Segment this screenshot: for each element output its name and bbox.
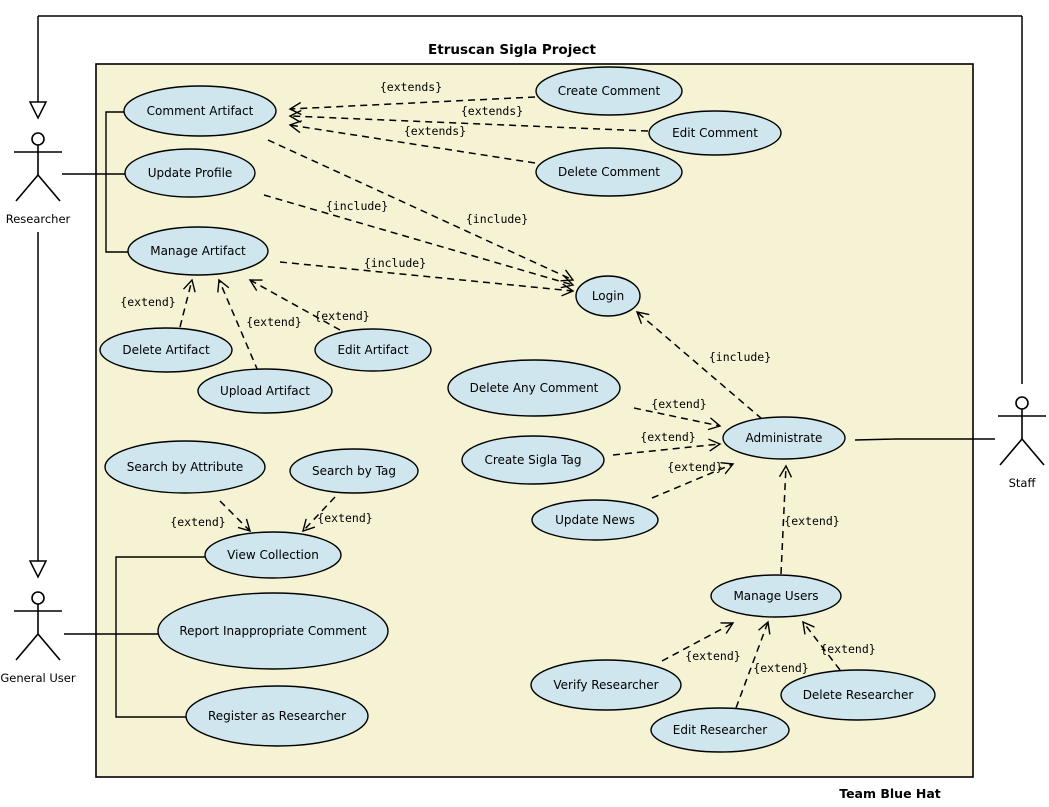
actor-head-icon — [31, 132, 45, 146]
svg-text:Login: Login — [592, 289, 624, 303]
label-extend-update-news: {extend} — [667, 460, 722, 474]
svg-text:Search by Attribute: Search by Attribute — [127, 460, 244, 474]
label-include-manage-artifact: {include} — [364, 256, 426, 270]
label-extend-delete-any-comment: {extend} — [651, 397, 706, 411]
usecase-edit-researcher[interactable]: Edit Researcher — [650, 707, 790, 753]
generalization-lines — [28, 15, 1023, 579]
svg-text:Delete Comment: Delete Comment — [558, 165, 660, 179]
label-extend-delete-artifact: {extend} — [120, 295, 175, 309]
usecase-delete-artifact[interactable]: Delete Artifact — [99, 327, 233, 373]
label-include-administrate: {include} — [709, 350, 771, 364]
svg-text:Register as Researcher: Register as Researcher — [208, 709, 346, 723]
usecase-update-profile[interactable]: Update Profile — [124, 148, 256, 198]
label-include-comment-artifact: {include} — [466, 212, 528, 226]
actor-staff — [998, 396, 1046, 466]
usecase-administrate[interactable]: Administrate — [722, 416, 846, 460]
svg-text:Administrate: Administrate — [746, 431, 823, 445]
label-extend-delete-researcher: {extend} — [820, 642, 875, 656]
label-include-update-profile: {include} — [326, 199, 388, 213]
label-extends-edit-comment: {extends} — [461, 104, 523, 118]
actor-researcher — [14, 132, 62, 202]
usecase-comment-artifact[interactable]: Comment Artifact — [123, 85, 277, 137]
usecase-delete-comment[interactable]: Delete Comment — [535, 147, 683, 197]
usecase-register-as-researcher[interactable]: Register as Researcher — [185, 685, 369, 747]
actor-label-staff: Staff — [1009, 476, 1037, 490]
label-extend-create-sigla-tag: {extend} — [640, 430, 695, 444]
svg-text:Delete Researcher: Delete Researcher — [803, 688, 914, 702]
svg-text:Upload Artifact: Upload Artifact — [220, 384, 310, 398]
svg-text:Manage Users: Manage Users — [733, 589, 818, 603]
relationship-labels: {extends} {extends} {extends} {include} … — [120, 80, 875, 675]
actor-head-icon — [1015, 396, 1029, 410]
label-extend-verify-researcher: {extend} — [685, 649, 740, 663]
diagram-title: Etruscan Sigla Project — [428, 42, 596, 58]
label-extends-create-comment: {extends} — [380, 80, 442, 94]
svg-text:Search by Tag: Search by Tag — [312, 464, 396, 478]
svg-text:Delete Any Comment: Delete Any Comment — [470, 381, 599, 395]
usecase-report-inappropriate-comment[interactable]: Report Inappropriate Comment — [157, 592, 389, 670]
svg-text:Update Profile: Update Profile — [148, 166, 233, 180]
svg-text:Edit Artifact: Edit Artifact — [337, 343, 408, 357]
use-cases: Comment Artifact Update Profile Manage A… — [99, 66, 936, 753]
svg-text:Verify Researcher: Verify Researcher — [553, 678, 658, 692]
svg-text:Update News: Update News — [555, 513, 635, 527]
svg-text:Comment Artifact: Comment Artifact — [147, 104, 254, 118]
label-extend-upload-artifact: {extend} — [246, 315, 301, 329]
svg-text:Manage Artifact: Manage Artifact — [150, 244, 246, 258]
svg-text:Delete Artifact: Delete Artifact — [122, 343, 210, 357]
svg-text:Report Inappropriate Comment: Report Inappropriate Comment — [179, 624, 367, 638]
usecase-verify-researcher[interactable]: Verify Researcher — [530, 659, 682, 711]
usecase-view-collection[interactable]: View Collection — [204, 531, 342, 579]
svg-text:Edit Comment: Edit Comment — [672, 126, 758, 140]
usecase-upload-artifact[interactable]: Upload Artifact — [197, 368, 333, 414]
label-extends-delete-comment: {extends} — [404, 124, 466, 138]
dependency-arrows — [179, 96, 841, 709]
label-extend-manage-users: {extend} — [784, 514, 839, 528]
usecase-search-by-attribute[interactable]: Search by Attribute — [104, 440, 266, 494]
usecase-update-news[interactable]: Update News — [531, 499, 659, 541]
label-extend-edit-researcher: {extend} — [753, 661, 808, 675]
usecase-search-by-tag[interactable]: Search by Tag — [289, 448, 419, 494]
usecase-delete-any-comment[interactable]: Delete Any Comment — [447, 359, 621, 417]
usecase-create-comment[interactable]: Create Comment — [535, 66, 683, 116]
svg-text:Edit Researcher: Edit Researcher — [673, 723, 767, 737]
association-lines — [62, 111, 995, 718]
usecase-create-sigla-tag[interactable]: Create Sigla Tag — [461, 435, 605, 485]
usecase-login[interactable]: Login — [575, 275, 641, 317]
svg-text:View Collection: View Collection — [227, 548, 319, 562]
actor-label-researcher: Researcher — [6, 212, 71, 226]
label-extend-edit-artifact: {extend} — [314, 309, 369, 323]
usecase-edit-artifact[interactable]: Edit Artifact — [314, 328, 432, 372]
usecase-edit-comment[interactable]: Edit Comment — [648, 110, 782, 156]
svg-text:Create Comment: Create Comment — [558, 84, 661, 98]
team-footer: Team Blue Hat — [839, 786, 941, 801]
usecase-delete-researcher[interactable]: Delete Researcher — [780, 669, 936, 721]
actor-head-icon — [31, 591, 45, 605]
svg-text:Create Sigla Tag: Create Sigla Tag — [484, 453, 581, 467]
usecase-manage-users[interactable]: Manage Users — [710, 574, 842, 618]
label-extend-search-attribute: {extend} — [170, 515, 225, 529]
actor-label-general-user: General User — [0, 671, 75, 685]
actor-general-user — [14, 591, 62, 661]
label-extend-search-tag: {extend} — [317, 511, 372, 525]
usecase-manage-artifact[interactable]: Manage Artifact — [127, 226, 269, 276]
